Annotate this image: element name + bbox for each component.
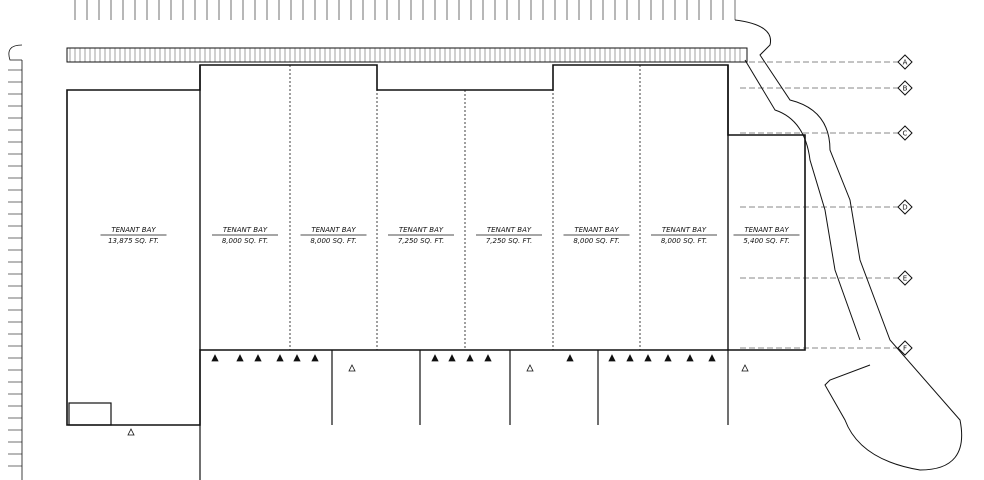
grid-label: E [903,275,907,283]
bay-title: TENANT BAY [111,226,156,234]
grid-label: F [903,345,907,353]
grid-label: C [903,130,908,138]
dock-triangle-icon [348,364,356,372]
grid-bubble [897,80,913,96]
dock-triangle-icon [276,354,284,362]
bay-title: TENANT BAY [399,226,444,234]
grid-bubble [897,54,913,70]
dock-triangle-icon [236,354,244,362]
office-room [68,402,112,426]
bay-title: TENANT BAY [487,226,532,234]
dock-triangle-icon [526,364,534,372]
dock-triangle-icon [254,354,262,362]
grid-bubble [897,199,913,215]
bay-area: 7,250 SQ. FT. [486,237,532,245]
grid-label: A [903,59,908,67]
dock-triangle-icon [708,354,716,362]
bay-title: TENANT BAY [311,226,356,234]
dock-triangle-icon [608,354,616,362]
dock-triangle-icon [664,354,672,362]
dock-triangle-icon [741,364,749,372]
grid-bubble [897,125,913,141]
bay-title: TENANT BAY [744,226,789,234]
left-parking [8,44,23,480]
dock-triangle-icon [466,354,474,362]
bay-title: TENANT BAY [662,226,707,234]
dock-triangle-icon [566,354,574,362]
bay-area: 8,000 SQ. FT. [573,237,619,245]
dock-triangle-icon [448,354,456,362]
bay-title: TENANT BAY [574,226,619,234]
loading-docks [199,350,729,480]
dock-triangle-icon [431,354,439,362]
grid-label: B [903,85,908,93]
bay-area: 8,000 SQ. FT. [661,237,707,245]
dock-triangle-icon [686,354,694,362]
building-outline [66,64,806,426]
right-parking [734,19,963,471]
dock-triangle-icon [484,354,492,362]
dock-triangle-icon [293,354,301,362]
bay-area: 8,000 SQ. FT. [222,237,268,245]
right-parking-inner [744,59,861,341]
grid-bubble [897,340,913,356]
bay-area: 7,250 SQ. FT. [398,237,444,245]
dock-triangle-icon [311,354,319,362]
dock-triangle-icon [211,354,219,362]
dock-triangle-icon [626,354,634,362]
front-walkway [66,47,748,63]
dock-triangle-icon [127,428,135,436]
grid-bubble [897,270,913,286]
bay-area: 8,000 SQ. FT. [310,237,356,245]
bay-title: TENANT BAY [223,226,268,234]
dock-triangle-icon [644,354,652,362]
bay-area: 5,400 SQ. FT. [743,237,789,245]
bay-area: 13,875 SQ. FT. [108,237,159,245]
grid-label: D [902,204,907,212]
